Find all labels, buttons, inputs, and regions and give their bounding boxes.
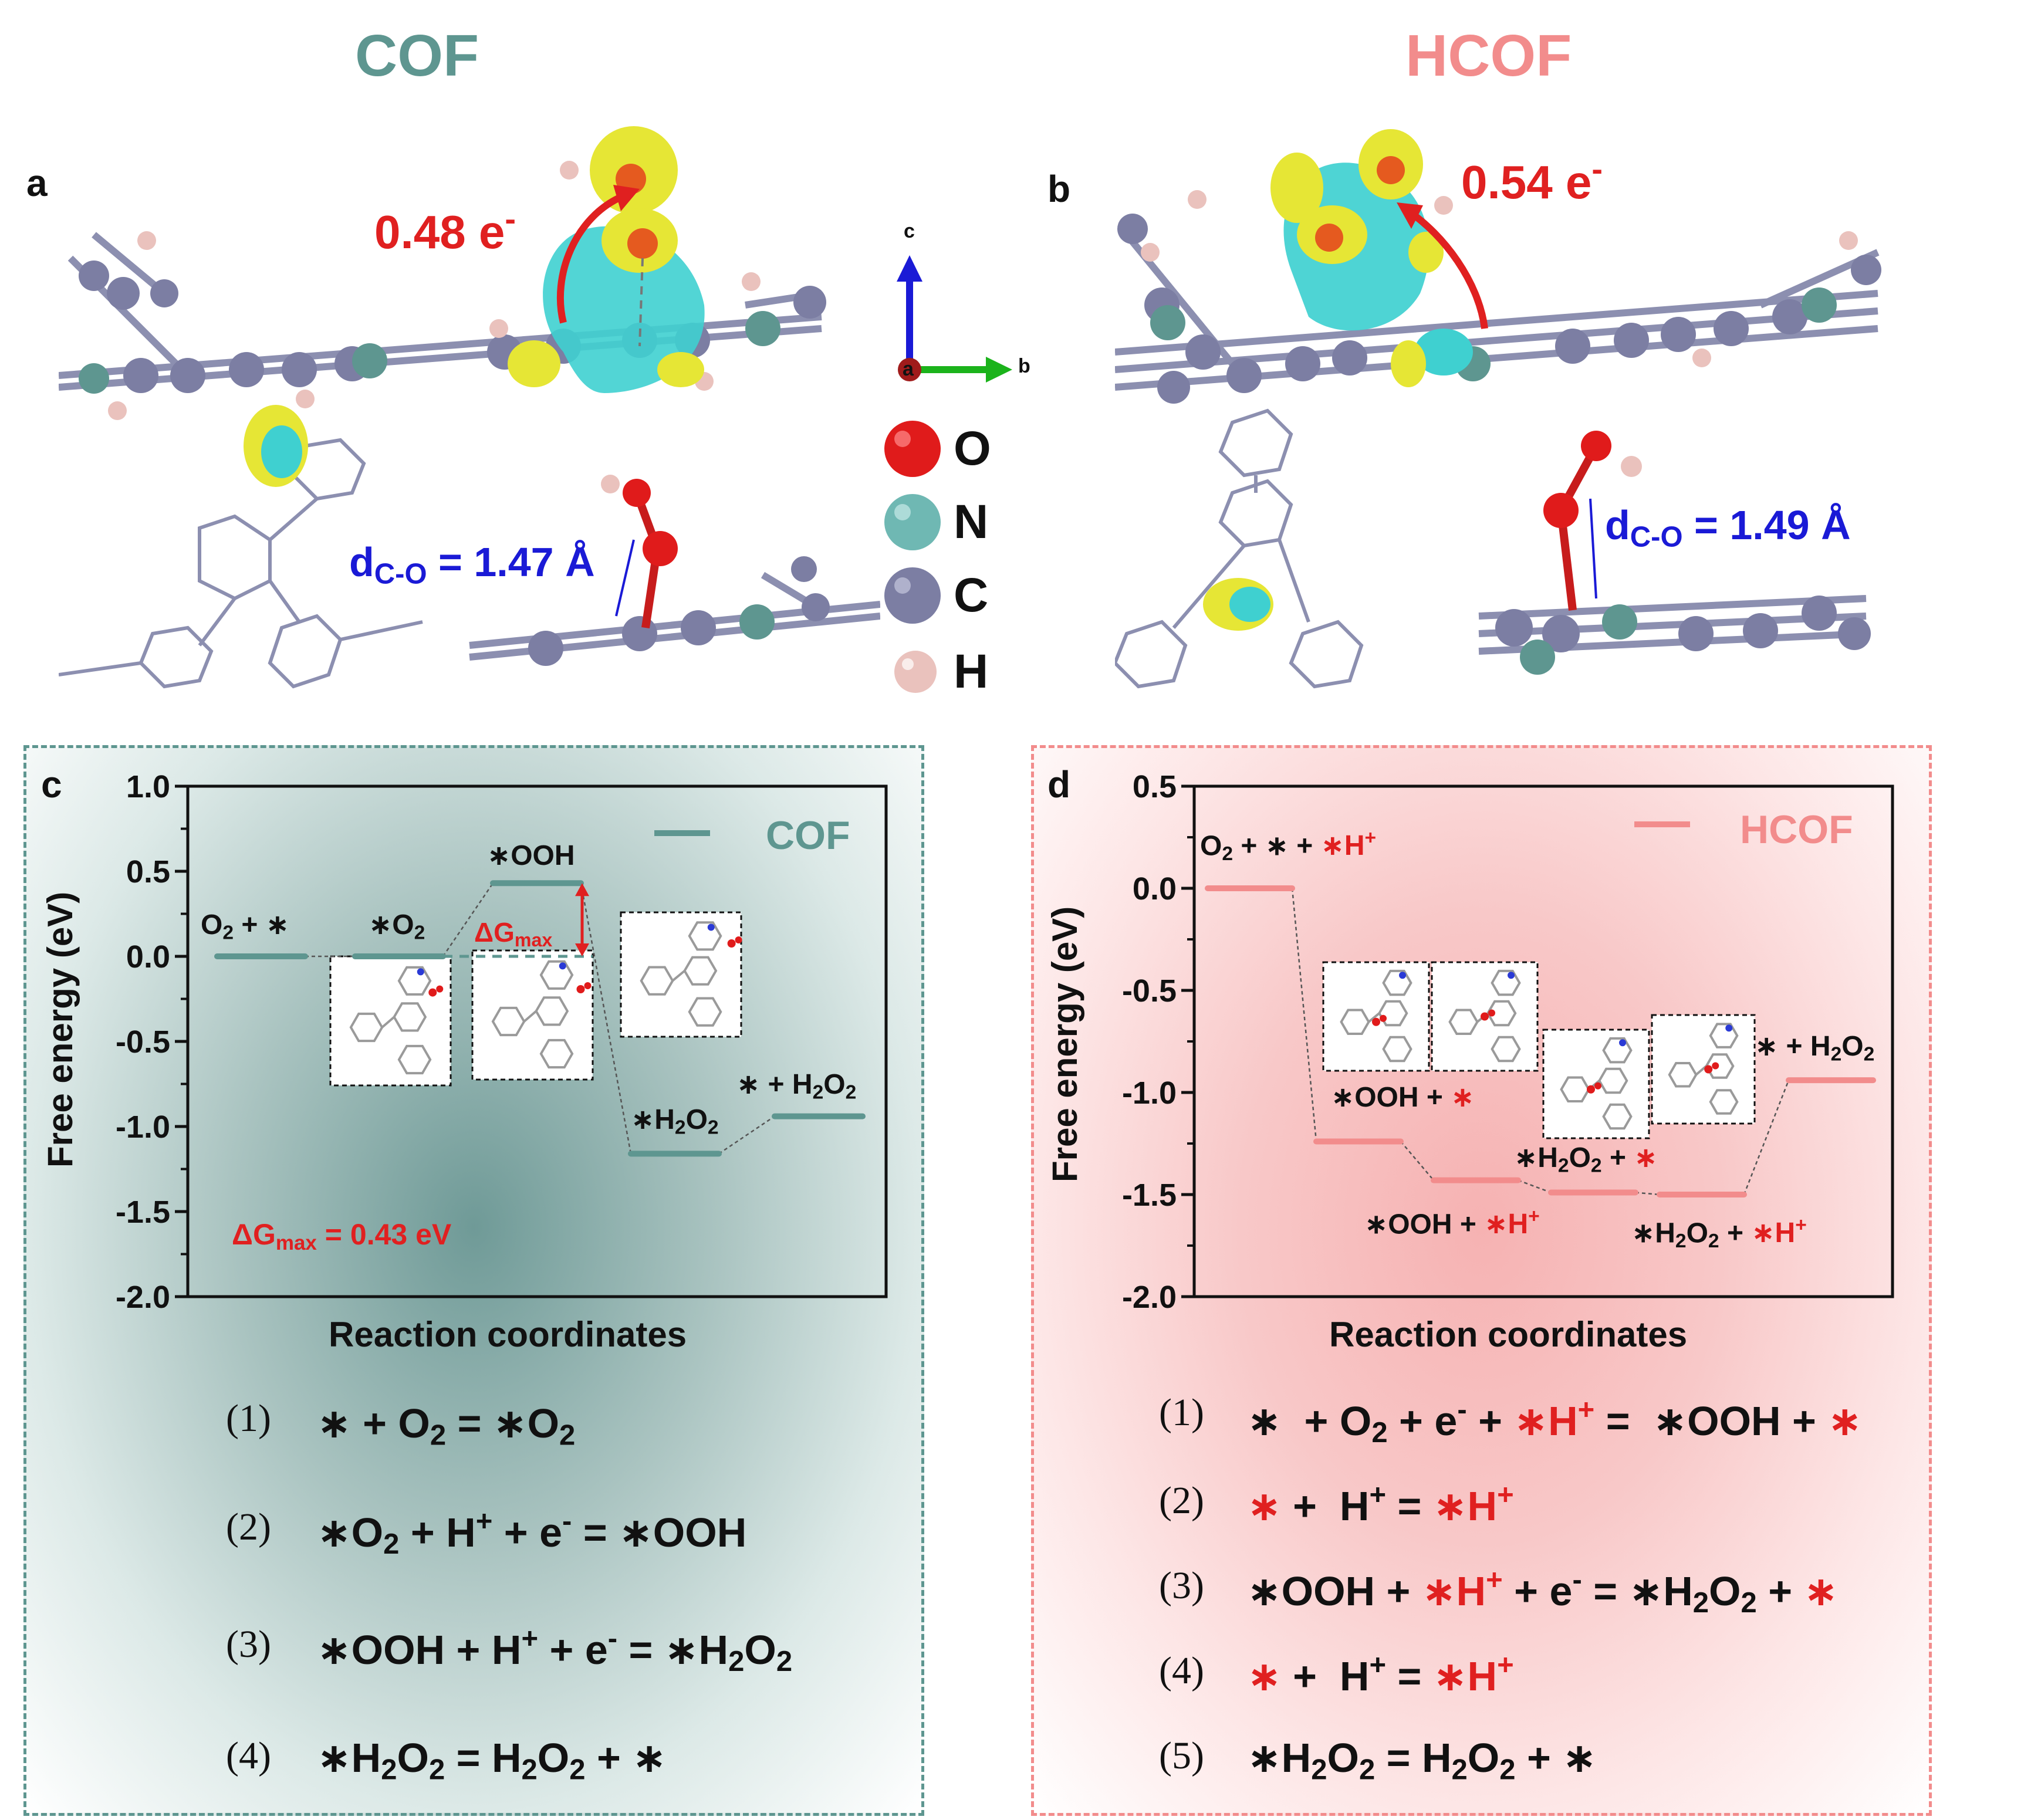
chart-d-connector bbox=[1518, 1179, 1552, 1193]
element-H-label: H bbox=[954, 645, 989, 698]
chart-c-xlabel: Reaction coordinates bbox=[329, 1315, 687, 1354]
chart-d-state-label: ∗ + H2O2 bbox=[1755, 1031, 1875, 1065]
eq-d-2: ∗ + H+ = ∗H+ bbox=[1247, 1479, 1514, 1529]
chart-d-connector bbox=[1291, 888, 1317, 1142]
chart-d-ytick: 0.0 bbox=[1132, 871, 1177, 906]
eq-c-3-number: (3) bbox=[226, 1623, 271, 1666]
chart-c-state-label: O2 + ∗ bbox=[201, 909, 289, 944]
chart-c-ytick: -1.0 bbox=[115, 1109, 170, 1145]
chart-c-connector bbox=[442, 882, 494, 957]
chart-c-ytick: -0.5 bbox=[115, 1024, 170, 1060]
eq-d-1-number: (1) bbox=[1159, 1391, 1204, 1434]
eq-d-5: ∗H2O2 = H2O2 + ∗ bbox=[1247, 1735, 1597, 1786]
chart-c-state-label: ∗ + H2O2 bbox=[736, 1069, 857, 1104]
header-hcof: HCOF bbox=[1405, 23, 1572, 89]
chart-d-legend-label: HCOF bbox=[1740, 807, 1853, 852]
chart-d-state-label: ∗OOH + ∗H+ bbox=[1364, 1206, 1540, 1240]
chart-d-state-label: O2 + ∗ + ∗H+ bbox=[1200, 827, 1377, 865]
eq-d-1: ∗ + O2 + e- + ∗H+ = ∗OOH + ∗ bbox=[1247, 1394, 1863, 1449]
chart-c-connector bbox=[580, 883, 632, 1154]
chart-c-ytick: 0.0 bbox=[126, 939, 170, 975]
eq-c-4: ∗H2O2 = H2O2 + ∗ bbox=[317, 1735, 667, 1786]
panel-label-d: d bbox=[1047, 763, 1071, 806]
axis-b-label: b bbox=[1018, 355, 1030, 377]
panel-b-charge: 0.54 e- bbox=[1461, 150, 1603, 208]
chart-c-inset-2 bbox=[620, 911, 742, 1038]
chart-c-dg-arrowhead-top bbox=[575, 883, 589, 897]
panel-a-charge: 0.48 e- bbox=[374, 200, 516, 258]
chart-d-connector bbox=[1400, 1141, 1434, 1181]
element-C-icon bbox=[884, 567, 941, 624]
chart-d-inset-1 bbox=[1431, 961, 1539, 1072]
eq-c-2: ∗O2 + H+ + e- = ∗OOH bbox=[317, 1506, 747, 1561]
chart-c-state-label: ∗H2O2 bbox=[631, 1104, 719, 1139]
chart-c-ytick: -1.5 bbox=[115, 1195, 170, 1230]
chart-d-ytick: -1.0 bbox=[1121, 1075, 1177, 1111]
chart-d-connector bbox=[1635, 1192, 1660, 1196]
chart-c-ytick: 0.5 bbox=[126, 854, 170, 889]
element-O-icon bbox=[884, 421, 941, 477]
panel-label-a: a bbox=[26, 162, 48, 204]
chart-c-connector bbox=[718, 1115, 775, 1155]
eq-c-3: ∗OOH + H+ + e- = ∗H2O2 bbox=[317, 1623, 793, 1678]
axis-a-label: a bbox=[903, 358, 914, 380]
chart-c-state-label: ∗OOH bbox=[487, 840, 575, 871]
panel-a-bond-length: dC-O = 1.47 Å bbox=[349, 539, 595, 590]
element-N-icon bbox=[884, 494, 941, 550]
chart-d-ytick: -1.5 bbox=[1121, 1178, 1177, 1213]
eq-d-4: ∗ + H+ = ∗H+ bbox=[1247, 1649, 1514, 1699]
eq-d-3-number: (3) bbox=[1159, 1564, 1204, 1607]
eq-d-2-number: (2) bbox=[1159, 1479, 1204, 1522]
chart-c-ytick: 1.0 bbox=[126, 769, 170, 804]
axes-triad bbox=[897, 255, 1012, 383]
chart-d-state-label: ∗H2O2 + ∗ bbox=[1514, 1142, 1658, 1177]
chart-d-ytick: 0.5 bbox=[1132, 769, 1177, 804]
eq-d-3: ∗OOH + ∗H+ + e- = ∗H2O2 + ∗ bbox=[1247, 1564, 1839, 1619]
chart-c-legend-label: COF bbox=[766, 813, 850, 858]
axis-c-label: c bbox=[904, 220, 915, 242]
chart-c-inset-1 bbox=[471, 949, 594, 1081]
chart-d-ytick: -0.5 bbox=[1121, 973, 1177, 1009]
panel-a-structure bbox=[59, 126, 880, 689]
chart-c-dg-arrowhead-bottom bbox=[575, 943, 589, 956]
element-O-label: O bbox=[954, 422, 991, 475]
chart-c-dg-label: ΔGmax bbox=[474, 917, 553, 951]
panel-label-c: c bbox=[41, 763, 62, 806]
header-cof: COF bbox=[355, 23, 479, 89]
eq-c-4-number: (4) bbox=[226, 1734, 271, 1777]
chart-c-dg-value: ΔGmax = 0.43 eV bbox=[232, 1218, 452, 1254]
chart-d-inset-3 bbox=[1651, 1014, 1756, 1125]
panel-d-box bbox=[1031, 745, 1932, 1816]
chart-c-inset-0 bbox=[329, 955, 452, 1087]
chart-c-ytick: -2.0 bbox=[115, 1280, 170, 1315]
element-C-label: C bbox=[954, 569, 989, 622]
panel-b-structure bbox=[1115, 129, 1881, 689]
element-H-icon bbox=[894, 651, 937, 693]
panel-c-box bbox=[23, 745, 924, 1816]
chart-d-state-label: ∗H2O2 + ∗H+ bbox=[1631, 1215, 1807, 1252]
element-N-label: N bbox=[954, 495, 989, 549]
chart-d-state-label: ∗OOH + ∗ bbox=[1331, 1082, 1475, 1113]
chart-d-ytick: -2.0 bbox=[1121, 1280, 1177, 1315]
panel-label-b: b bbox=[1047, 168, 1071, 210]
chart-d-inset-2 bbox=[1542, 1029, 1650, 1139]
chart-d-connector bbox=[1743, 1080, 1790, 1195]
eq-d-5-number: (5) bbox=[1159, 1734, 1204, 1777]
eq-c-1: ∗ + O2 = ∗O2 bbox=[317, 1400, 576, 1452]
chart-d-inset-0 bbox=[1322, 961, 1430, 1072]
eq-d-4-number: (4) bbox=[1159, 1649, 1204, 1692]
eq-c-2-number: (2) bbox=[226, 1506, 271, 1548]
chart-d-xlabel: Reaction coordinates bbox=[1329, 1315, 1688, 1354]
chart-c-state-label: ∗O2 bbox=[369, 909, 425, 944]
panel-b-bond-length: dC-O = 1.49 Å bbox=[1605, 502, 1851, 553]
eq-c-1-number: (1) bbox=[226, 1397, 271, 1440]
